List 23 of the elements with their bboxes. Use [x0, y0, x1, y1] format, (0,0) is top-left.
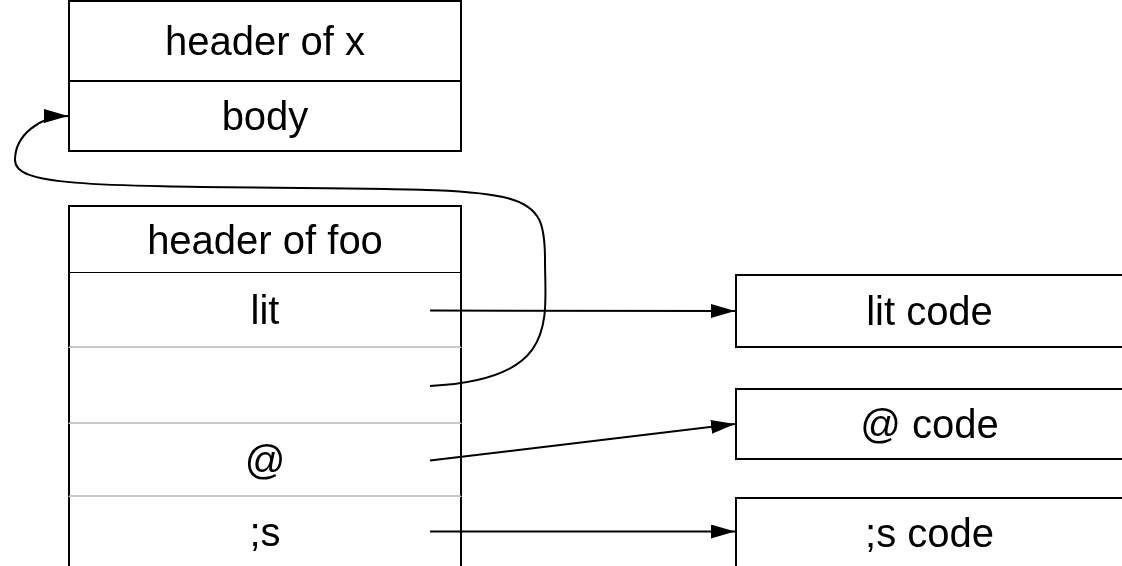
- empty-cell: [68, 348, 462, 424]
- cell-label: header of x: [164, 21, 366, 61]
- table-cell: [68, 273, 462, 348]
- table-cell: [68, 205, 462, 274]
- cell-label: header of foo: [147, 219, 383, 260]
- table-cell: [735, 497, 1122, 566]
- cell-label: @ code: [860, 404, 999, 444]
- table-cell: [735, 388, 1122, 460]
- cell-label: ;s: [249, 511, 281, 552]
- cell-label: ;s code: [865, 512, 994, 553]
- table-cell: [68, 424, 462, 497]
- cell-label: @: [244, 439, 286, 480]
- table-cell: [68, 0, 462, 82]
- cell-label: body: [221, 96, 309, 136]
- table-cell: [68, 497, 462, 566]
- cell-label: lit: [250, 289, 280, 330]
- arrow: [429, 419, 736, 462]
- arrow: [14, 110, 547, 387]
- cell-label: lit code: [866, 291, 993, 331]
- arrow: [429, 524, 736, 539]
- table-cell: [68, 80, 462, 152]
- arrow: [429, 303, 736, 318]
- table-cell: [735, 274, 1122, 348]
